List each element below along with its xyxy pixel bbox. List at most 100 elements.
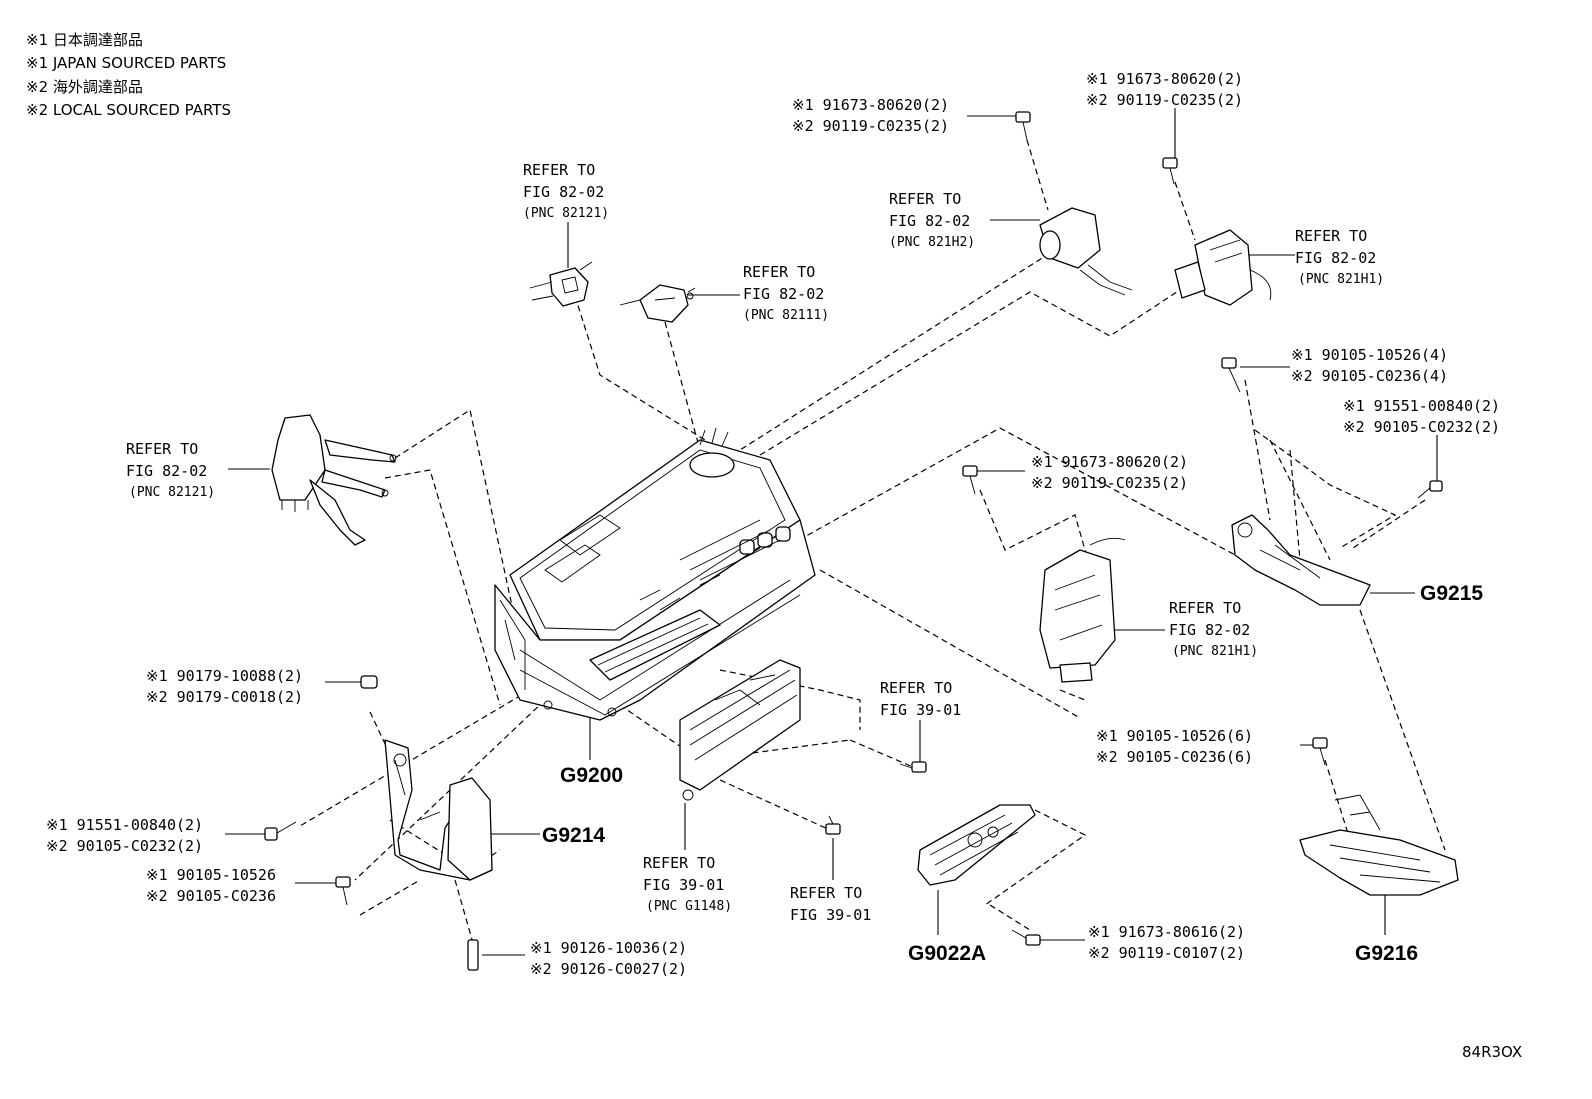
pn-line-1: ※1 90179-10088(2) xyxy=(146,667,303,685)
left-wire-harness xyxy=(271,414,397,546)
bracket-g9216 xyxy=(1299,794,1459,896)
refer-fig: FIG 39-01 xyxy=(643,876,724,894)
pn-line-2: ※2 90119-C0107(2) xyxy=(1088,944,1245,962)
pn-mid-bolt-6: ※1 90105-10526(6) ※2 90105-C0236(6) xyxy=(1096,727,1253,766)
refer-pnc: (PNC 821H2) xyxy=(889,235,975,250)
code-g9022a: G9022A xyxy=(908,942,986,965)
refer-fig: FIG 82-02 xyxy=(1295,249,1376,267)
refer-line: REFER TO xyxy=(126,440,198,458)
pn-line-2: ※2 90119-C0235(2) xyxy=(792,117,949,135)
stud-90126 xyxy=(467,939,479,971)
pn-line-1: ※1 91673-80616(2) xyxy=(1088,923,1245,941)
bolt-bottom-80616 xyxy=(1011,929,1041,946)
pn-line-1: ※1 91673-80620(2) xyxy=(792,96,949,114)
bolt-fig39-right xyxy=(899,761,927,773)
refer-mid-821h1: REFER TO FIG 82-02 (PNC 821H1) xyxy=(1169,599,1258,659)
bolt-top-a xyxy=(1015,111,1031,141)
pn-line-2: ※2 90119-C0235(2) xyxy=(1031,474,1188,492)
pn-line-1: ※1 90105-10526(4) xyxy=(1291,346,1448,364)
code-g9214: G9214 xyxy=(542,824,605,847)
bracket-g9215 xyxy=(1231,514,1371,606)
pn-line-1: ※1 91673-80620(2) xyxy=(1086,70,1243,88)
illustration-id: 84R3OX xyxy=(1462,1043,1522,1061)
top-connector-82121 xyxy=(529,261,593,307)
bolt-fig39-bottom xyxy=(825,815,841,835)
part-number-labels: ※1 91673-80620(2) ※2 90119-C0235(2) ※1 9… xyxy=(46,70,1500,978)
refer-fig: FIG 82-02 xyxy=(743,285,824,303)
bolt-mid-6 xyxy=(1312,737,1328,766)
refer-fig39-right: REFER TO FIG 39-01 xyxy=(880,679,961,719)
bolt-right-91551 xyxy=(1417,480,1443,499)
pn-line-2: ※2 90105-C0236 xyxy=(146,887,276,905)
nut-90179 xyxy=(360,675,378,689)
assembly-lines xyxy=(299,139,1446,951)
pn-line-1: ※1 90105-10526 xyxy=(146,866,276,884)
pn-line-2: ※2 90126-C0027(2) xyxy=(530,960,687,978)
fasteners xyxy=(264,111,1443,971)
pn-right-bolt-91551: ※1 91551-00840(2) ※2 90105-C0232(2) xyxy=(1343,397,1500,436)
bracket-g9214 xyxy=(384,739,493,881)
refer-top-821h2: REFER TO FIG 82-02 (PNC 821H2) xyxy=(889,190,975,250)
note-line-4: ※2 LOCAL SOURCED PARTS xyxy=(26,101,231,119)
refer-pnc: (PNC 821H1) xyxy=(1172,644,1258,659)
pn-top-bolt-a: ※1 91673-80620(2) ※2 90119-C0235(2) xyxy=(792,96,949,135)
pn-top-bolt-b: ※1 91673-80620(2) ※2 90119-C0235(2) xyxy=(1086,70,1243,109)
sourcing-notes: ※1 日本調達部品 ※1 JAPAN SOURCED PARTS ※2 海外調達… xyxy=(26,31,231,119)
bolt-right-4 xyxy=(1221,357,1241,393)
pn-mid-bolt: ※1 91673-80620(2) ※2 90119-C0235(2) xyxy=(1031,453,1188,492)
refer-pnc: (PNC 82121) xyxy=(523,206,609,221)
refer-top-82111: REFER TO FIG 82-02 (PNC 82111) xyxy=(743,263,829,323)
refer-fig: FIG 82-02 xyxy=(1169,621,1250,639)
sensor-821h1-mid xyxy=(1039,537,1126,683)
note-line-1: ※1 日本調達部品 xyxy=(26,31,143,49)
bolt-left-91551 xyxy=(264,821,297,841)
refer-line: REFER TO xyxy=(1169,599,1241,617)
refer-fig39-g1148: REFER TO FIG 39-01 (PNC G1148) xyxy=(643,854,732,914)
note-line-2: ※1 JAPAN SOURCED PARTS xyxy=(26,54,226,72)
refer-fig: FIG 39-01 xyxy=(790,906,871,924)
top-connector-82111 xyxy=(619,284,696,323)
code-g9216: G9216 xyxy=(1355,942,1418,965)
pn-line-2: ※2 90105-C0232(2) xyxy=(1343,418,1500,436)
refer-pnc: (PNC 82111) xyxy=(743,308,829,323)
pn-nut-90179: ※1 90179-10088(2) ※2 90179-C0018(2) xyxy=(146,667,303,706)
pn-line-2: ※2 90105-C0232(2) xyxy=(46,837,203,855)
pn-left-bolt-10526: ※1 90105-10526 ※2 90105-C0236 xyxy=(146,866,276,905)
pn-left-bolt-91551: ※1 91551-00840(2) ※2 90105-C0232(2) xyxy=(46,816,203,855)
refer-line: REFER TO xyxy=(1295,227,1367,245)
refer-labels: REFER TO FIG 82-02 (PNC 82121) REFER TO … xyxy=(126,161,1384,924)
bolt-top-b xyxy=(1162,157,1178,185)
refer-line: REFER TO xyxy=(643,854,715,872)
refer-fig: FIG 82-02 xyxy=(889,212,970,230)
pn-line-2: ※2 90105-C0236(6) xyxy=(1096,748,1253,766)
refer-fig: FIG 82-02 xyxy=(523,183,604,201)
bolt-mid xyxy=(962,465,978,495)
inverter-assembly-g9200 xyxy=(494,427,816,721)
refer-fig: FIG 39-01 xyxy=(880,701,961,719)
refer-line: REFER TO xyxy=(743,263,815,281)
cover-g9022a xyxy=(917,804,1036,886)
sensor-821h1-top xyxy=(1174,229,1272,306)
refer-fig39-bottom: REFER TO FIG 39-01 xyxy=(790,884,871,924)
pn-line-2: ※2 90179-C0018(2) xyxy=(146,688,303,706)
code-g9200: G9200 xyxy=(560,764,623,787)
pn-line-1: ※1 90105-10526(6) xyxy=(1096,727,1253,745)
refer-line: REFER TO xyxy=(790,884,862,902)
pn-line-1: ※1 90126-10036(2) xyxy=(530,939,687,957)
pn-line-1: ※1 91551-00840(2) xyxy=(46,816,203,834)
code-g9215: G9215 xyxy=(1420,582,1483,605)
pn-line-1: ※1 91673-80620(2) xyxy=(1031,453,1188,471)
part-codes: G9200 G9214 G9215 G9216 G9022A xyxy=(542,582,1483,965)
pn-line-2: ※2 90119-C0235(2) xyxy=(1086,91,1243,109)
pn-bottom-bolt-80616: ※1 91673-80616(2) ※2 90119-C0107(2) xyxy=(1088,923,1245,962)
pn-line-1: ※1 91551-00840(2) xyxy=(1343,397,1500,415)
refer-pnc: (PNC 82121) xyxy=(129,485,215,500)
note-line-3: ※2 海外調達部品 xyxy=(26,78,143,96)
refer-pnc: (PNC 821H1) xyxy=(1298,272,1384,287)
refer-top-82121: REFER TO FIG 82-02 (PNC 82121) xyxy=(523,161,609,221)
refer-pnc: (PNC G1148) xyxy=(646,899,732,914)
sensor-821h2 xyxy=(1039,207,1133,296)
refer-line: REFER TO xyxy=(523,161,595,179)
refer-top-821h1: REFER TO FIG 82-02 (PNC 821H1) xyxy=(1295,227,1384,287)
